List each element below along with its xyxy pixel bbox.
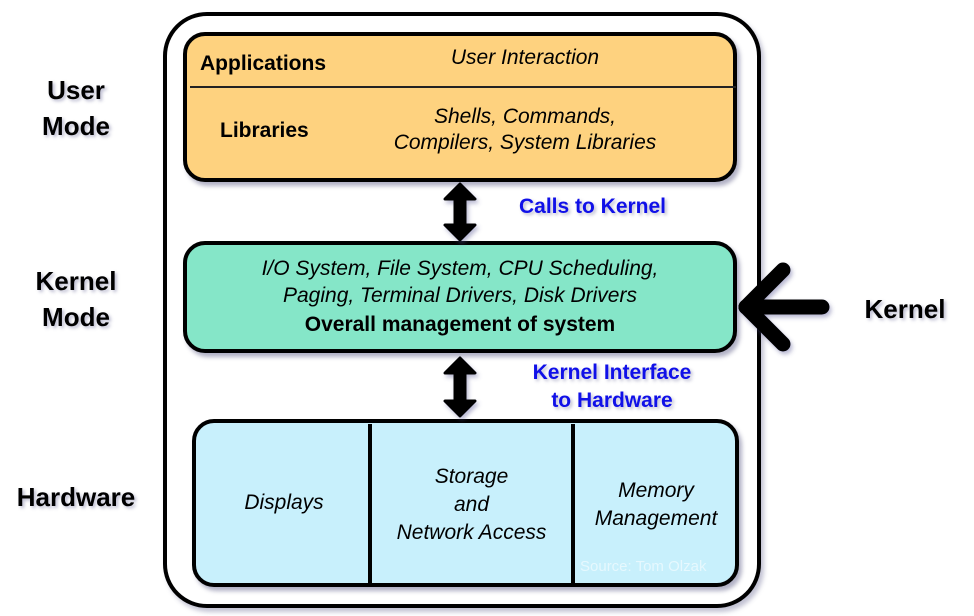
libraries-desc: Shells, Commands, Compilers, System Libr… — [360, 104, 690, 156]
hardware-layer-box — [192, 419, 739, 587]
hardware-divider-1 — [368, 424, 372, 584]
hardware-cell-memory: Memory Management — [575, 477, 737, 533]
kernel-mode-line2: Mode — [42, 302, 110, 332]
kernel-mode-label: Kernel Mode — [22, 263, 130, 335]
user-layer-divider — [190, 86, 736, 88]
user-mode-line2: Mode — [42, 111, 110, 141]
storage-line3: Network Access — [396, 521, 547, 544]
hardware-label: Hardware — [16, 482, 136, 512]
hardware-cell-storage: Storage and Network Access — [372, 463, 571, 547]
kernel-mode-line1: Kernel — [35, 266, 117, 296]
kernel-summary: Overall management of system — [304, 313, 616, 336]
source-watermark: Source: Tom Olzak — [580, 558, 707, 575]
storage-line2: and — [453, 493, 490, 516]
user-mode-label: User Mode — [40, 72, 112, 144]
kernel-interface-line2: to Hardware — [551, 389, 673, 412]
calls-to-kernel-label: Calls to Kernel — [518, 195, 667, 218]
libraries-desc-line2: Compilers, System Libraries — [393, 131, 657, 154]
applications-label: Applications — [200, 52, 327, 75]
memory-line1: Memory — [618, 479, 694, 502]
user-layer-box — [183, 32, 737, 182]
storage-line1: Storage — [434, 465, 509, 488]
double-arrow-user-kernel-icon — [443, 182, 477, 242]
double-arrow-kernel-hardware-icon — [443, 356, 477, 418]
kernel-line2: Paging, Terminal Drivers, Disk Drivers — [283, 284, 637, 307]
kernel-pointer-arrow-icon — [738, 262, 830, 352]
kernel-label: Kernel — [864, 294, 946, 324]
user-mode-line1: User — [47, 75, 105, 105]
kernel-interface-label: Kernel Interface to Hardware — [512, 359, 712, 415]
applications-desc: User Interaction — [450, 46, 600, 69]
hardware-divider-2 — [571, 424, 575, 584]
kernel-interface-line1: Kernel Interface — [532, 361, 692, 384]
libraries-label: Libraries — [220, 119, 309, 142]
libraries-desc-line1: Shells, Commands, — [433, 105, 617, 128]
memory-line2: Management — [594, 507, 718, 530]
hardware-cell-displays: Displays — [200, 490, 368, 516]
kernel-layer-box — [183, 241, 737, 353]
kernel-line1: I/O System, File System, CPU Scheduling, — [261, 257, 659, 280]
displays-label: Displays — [244, 491, 324, 514]
kernel-layer-text: I/O System, File System, CPU Scheduling,… — [187, 255, 733, 341]
